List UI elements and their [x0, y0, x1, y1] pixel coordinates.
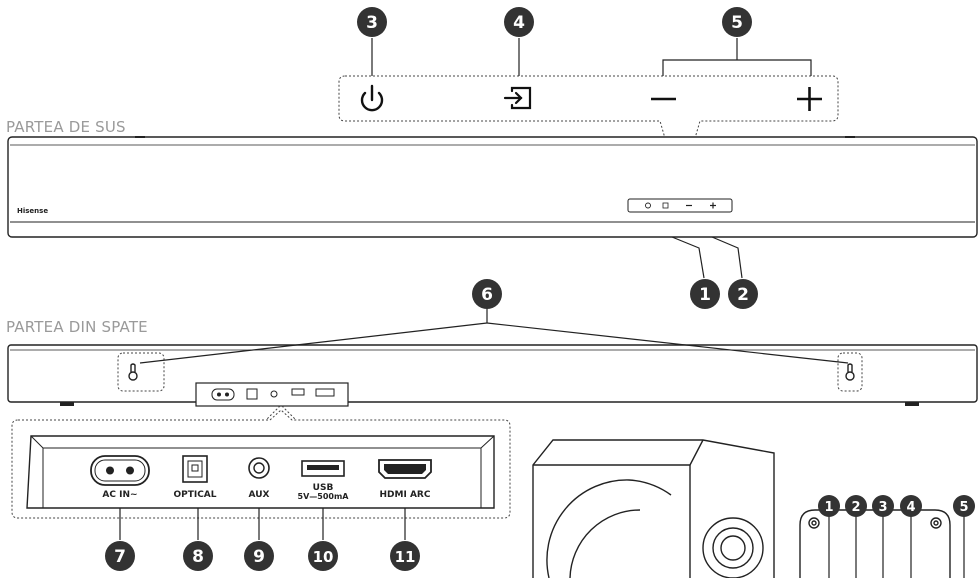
svg-text:8: 8 — [192, 547, 204, 567]
callout-11: 11 — [390, 541, 420, 571]
svg-text:3: 3 — [878, 500, 887, 515]
callout-remote-1: 1 — [818, 495, 840, 517]
callout-8: 8 — [183, 541, 213, 571]
aux-port — [248, 457, 270, 479]
section-title-back: PARTEA DIN SPATE — [6, 318, 148, 336]
volume-up-icon — [797, 87, 822, 111]
callout-4: 4 — [504, 7, 534, 37]
callout-remote-4: 4 — [900, 495, 922, 517]
input-source-icon — [503, 86, 532, 110]
usb-port-label: USB — [313, 483, 334, 493]
callout-10: 10 — [308, 541, 338, 571]
callout-7: 7 — [105, 541, 135, 571]
svg-text:2: 2 — [737, 285, 749, 305]
wall-mount-keyhole-left — [117, 352, 165, 392]
leader-2 — [711, 236, 743, 279]
callout-3: 3 — [357, 7, 387, 37]
control-zoom-outline — [338, 75, 839, 192]
svg-text:3: 3 — [366, 13, 378, 33]
callout-9: 9 — [244, 541, 274, 571]
hdmi-arc-port — [378, 459, 432, 479]
svg-text:2: 2 — [851, 500, 860, 515]
ac-power-port — [90, 455, 150, 486]
leader-6-left — [139, 322, 488, 364]
callout-remote-5: 5 — [953, 495, 975, 517]
leader-5 — [662, 59, 812, 76]
subwoofer-illustration — [532, 439, 775, 578]
callout-remote-3: 3 — [872, 495, 894, 517]
svg-text:9: 9 — [253, 547, 265, 567]
ac-port-label: AC IN~ — [102, 490, 137, 500]
top-control-strip — [627, 198, 733, 213]
wall-mount-keyhole-right — [837, 352, 863, 392]
svg-text:1: 1 — [824, 500, 833, 515]
callout-6: 6 — [472, 279, 502, 309]
callout-5: 5 — [722, 7, 752, 37]
svg-text:4: 4 — [513, 13, 525, 33]
callout-remote-2: 2 — [845, 495, 867, 517]
brand-logo: Hisense — [17, 207, 48, 215]
svg-text:6: 6 — [481, 285, 493, 305]
usb-port — [301, 460, 345, 477]
aux-port-label: AUX — [249, 490, 270, 500]
port-zoom-outline — [11, 409, 511, 519]
leader-1 — [671, 236, 705, 279]
callout-2: 2 — [728, 279, 758, 309]
svg-text:4: 4 — [906, 500, 915, 515]
usb-port-rating: 5V—500mA — [298, 492, 350, 501]
svg-text:5: 5 — [731, 13, 743, 33]
remote-panel — [799, 509, 951, 578]
optical-port — [182, 455, 208, 483]
soundbar-top-view — [7, 136, 978, 238]
svg-text:1: 1 — [699, 285, 711, 305]
leader-6-right — [486, 322, 849, 364]
svg-text:7: 7 — [114, 547, 126, 567]
soundbar-back-view — [7, 344, 978, 406]
callout-1: 1 — [690, 279, 720, 309]
svg-text:11: 11 — [395, 548, 416, 566]
optical-port-label: OPTICAL — [173, 490, 216, 500]
svg-text:5: 5 — [959, 500, 968, 515]
svg-text:10: 10 — [313, 548, 334, 566]
section-title-top: PARTEA DE SUS — [6, 118, 126, 136]
back-port-panel-small — [195, 382, 349, 407]
hdmi-port-label: HDMI ARC — [380, 490, 431, 500]
power-icon — [360, 84, 384, 112]
